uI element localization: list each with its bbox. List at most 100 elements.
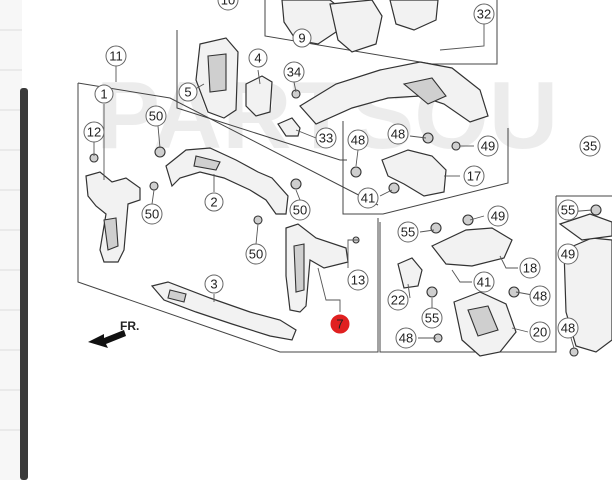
front-direction-arrow: FR. [88, 319, 139, 348]
callout: 32 [473, 3, 495, 25]
callout-bubble [477, 135, 499, 157]
callout-bubble [347, 129, 369, 151]
callout-bubble [387, 123, 409, 145]
callout: 9 [292, 28, 312, 48]
callout-bubble [557, 317, 579, 339]
callout: 2 [204, 192, 224, 212]
callout-bubble [94, 84, 114, 104]
callout: 55 [397, 221, 419, 243]
callout-bubble [473, 271, 495, 293]
callout-number: 48 [399, 331, 413, 346]
callout-bubble [473, 3, 495, 25]
part-stay-33 [277, 117, 301, 137]
callout-bubble [178, 82, 198, 102]
callout-bubble [283, 61, 305, 83]
callout-number: 50 [149, 109, 163, 124]
callout-number: 48 [391, 127, 405, 142]
callout: 48 [529, 285, 551, 307]
callout-number: 9 [298, 31, 305, 46]
callout-bubble [83, 121, 105, 143]
callout: 50 [141, 203, 163, 225]
callout: 55 [557, 199, 579, 221]
callout: 22 [387, 289, 409, 311]
callout-number: 50 [249, 247, 263, 262]
callout: 33 [315, 127, 337, 149]
callout: 11 [105, 45, 127, 67]
callout-bubble [245, 243, 267, 265]
callout-number: 17 [467, 169, 481, 184]
left-margin [0, 0, 22, 480]
callout: 13 [347, 269, 369, 291]
callout-bubble [347, 269, 369, 291]
callout-number: 22 [391, 293, 405, 308]
callout-number: 55 [401, 225, 415, 240]
callout: 4 [248, 48, 268, 68]
callout: 50 [289, 199, 311, 221]
callout-number: 13 [351, 273, 365, 288]
callout-number: 49 [481, 139, 495, 154]
callout: 18 [519, 257, 541, 279]
direction-label: FR. [120, 319, 139, 333]
callout-number: 49 [561, 247, 575, 262]
callout: 48 [387, 123, 409, 145]
callout-bubble [105, 45, 127, 67]
callout-number: 49 [491, 209, 505, 224]
callout: 49 [487, 205, 509, 227]
callout-bubble [557, 243, 579, 265]
callout-bubble [330, 314, 350, 334]
scrollbar-thumb[interactable] [20, 88, 28, 480]
part-bracket-17 [381, 149, 447, 197]
callout-bubble [292, 28, 312, 48]
callout-bubble [145, 105, 167, 127]
part-upper-assembly-9 [281, 0, 439, 53]
callout: 49 [557, 243, 579, 265]
callout-number: 50 [293, 203, 307, 218]
callout-bubble [579, 135, 601, 157]
callout-number: 35 [583, 139, 597, 154]
callout-number: 3 [210, 277, 217, 292]
callout-number: 55 [425, 311, 439, 326]
callout-number: 11 [109, 49, 123, 64]
callout-bubble [315, 127, 337, 149]
callout-bubble [395, 327, 417, 349]
part-bracket-20 [453, 291, 517, 357]
callout-bubble [248, 48, 268, 68]
callout-number: 48 [561, 321, 575, 336]
callout-bubble [357, 187, 379, 209]
callout: 41 [473, 271, 495, 293]
callout-number: 33 [319, 131, 333, 146]
callout-bubble [487, 205, 509, 227]
callout: 5 [178, 82, 198, 102]
callout: 17 [463, 165, 485, 187]
part-lower-crossmember-3 [150, 281, 297, 341]
callout-number: 2 [210, 195, 217, 210]
callout-number: 55 [561, 203, 575, 218]
callout-number: 10 [221, 0, 235, 8]
callout: 1 [94, 84, 114, 104]
callout-number: 4 [254, 51, 261, 66]
part-bracket-1 [85, 171, 141, 263]
callout: 55 [421, 307, 443, 329]
callout-bubble [217, 0, 239, 11]
callout-number: 7 [336, 317, 343, 332]
callout-bubble [421, 307, 443, 329]
callout: 48 [395, 327, 417, 349]
callout: 50 [245, 243, 267, 265]
callout-bubble [529, 321, 551, 343]
callout: 41 [357, 187, 379, 209]
callout-number: 48 [351, 133, 365, 148]
callout: 50 [145, 105, 167, 127]
callout-bubble [289, 199, 311, 221]
callout-bubble [463, 165, 485, 187]
callout-number: 48 [533, 289, 547, 304]
callout: 48 [557, 317, 579, 339]
callout: 35 [579, 135, 601, 157]
callout-number: 20 [533, 325, 547, 340]
callout: 3 [204, 274, 224, 294]
callout: 10 [217, 0, 239, 11]
callout-bubble [397, 221, 419, 243]
callout-bubble [529, 285, 551, 307]
callout-number: 41 [361, 191, 375, 206]
